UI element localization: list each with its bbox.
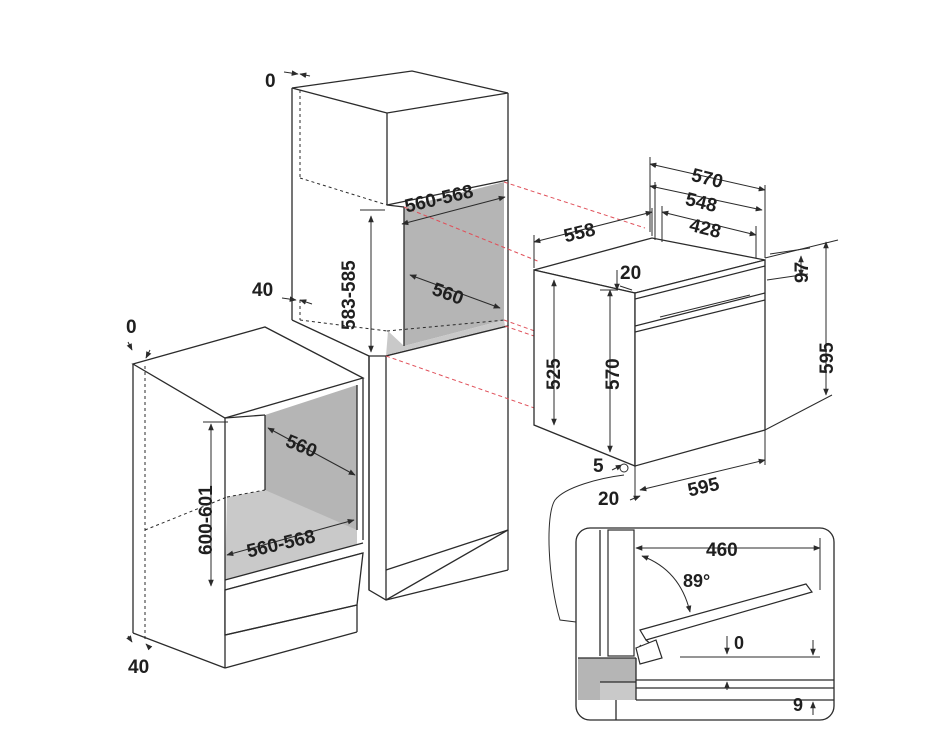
oven-height-525-label: 525 (544, 358, 565, 390)
detail-door-460-label: 460 (706, 540, 738, 561)
base-cabinet-dimensions (126, 341, 356, 651)
oven-front-20-label: 20 (620, 263, 642, 284)
detail-oven-door (639, 583, 814, 641)
detail-gap-9-label: 9 (793, 695, 804, 715)
oven-gap-5-label: 5 (593, 456, 604, 477)
oven-height-595-label: 595 (817, 342, 838, 374)
oven-panel-97-label: 97 (792, 261, 813, 283)
oven (533, 237, 766, 467)
detail-angle-label: 89° (683, 571, 711, 591)
tall-niche-floor (386, 320, 505, 356)
detail-inset (548, 474, 835, 721)
base-top-offset-label: 0 (126, 317, 137, 338)
oven-height-570-label: 570 (603, 358, 624, 390)
oven-bottom-20-label: 20 (598, 489, 620, 510)
tall-top-face (291, 70, 509, 114)
detail-gap-0-label: 0 (734, 633, 745, 653)
tall-cabinet-dimensions (281, 70, 506, 353)
detail-frame (575, 527, 835, 721)
tall-lower-front (368, 325, 509, 601)
base-bottom-offset-label: 40 (128, 657, 150, 678)
oven-dimensions (533, 157, 839, 501)
base-niche-height-label: 600-601 (196, 485, 217, 555)
oven-front (634, 259, 766, 467)
tall-niche-height-label: 583-585 (339, 260, 360, 330)
tall-side-offset-label: 40 (252, 280, 274, 301)
tall-top-offset-label: 0 (265, 71, 276, 92)
base-cabinet (131, 326, 365, 669)
